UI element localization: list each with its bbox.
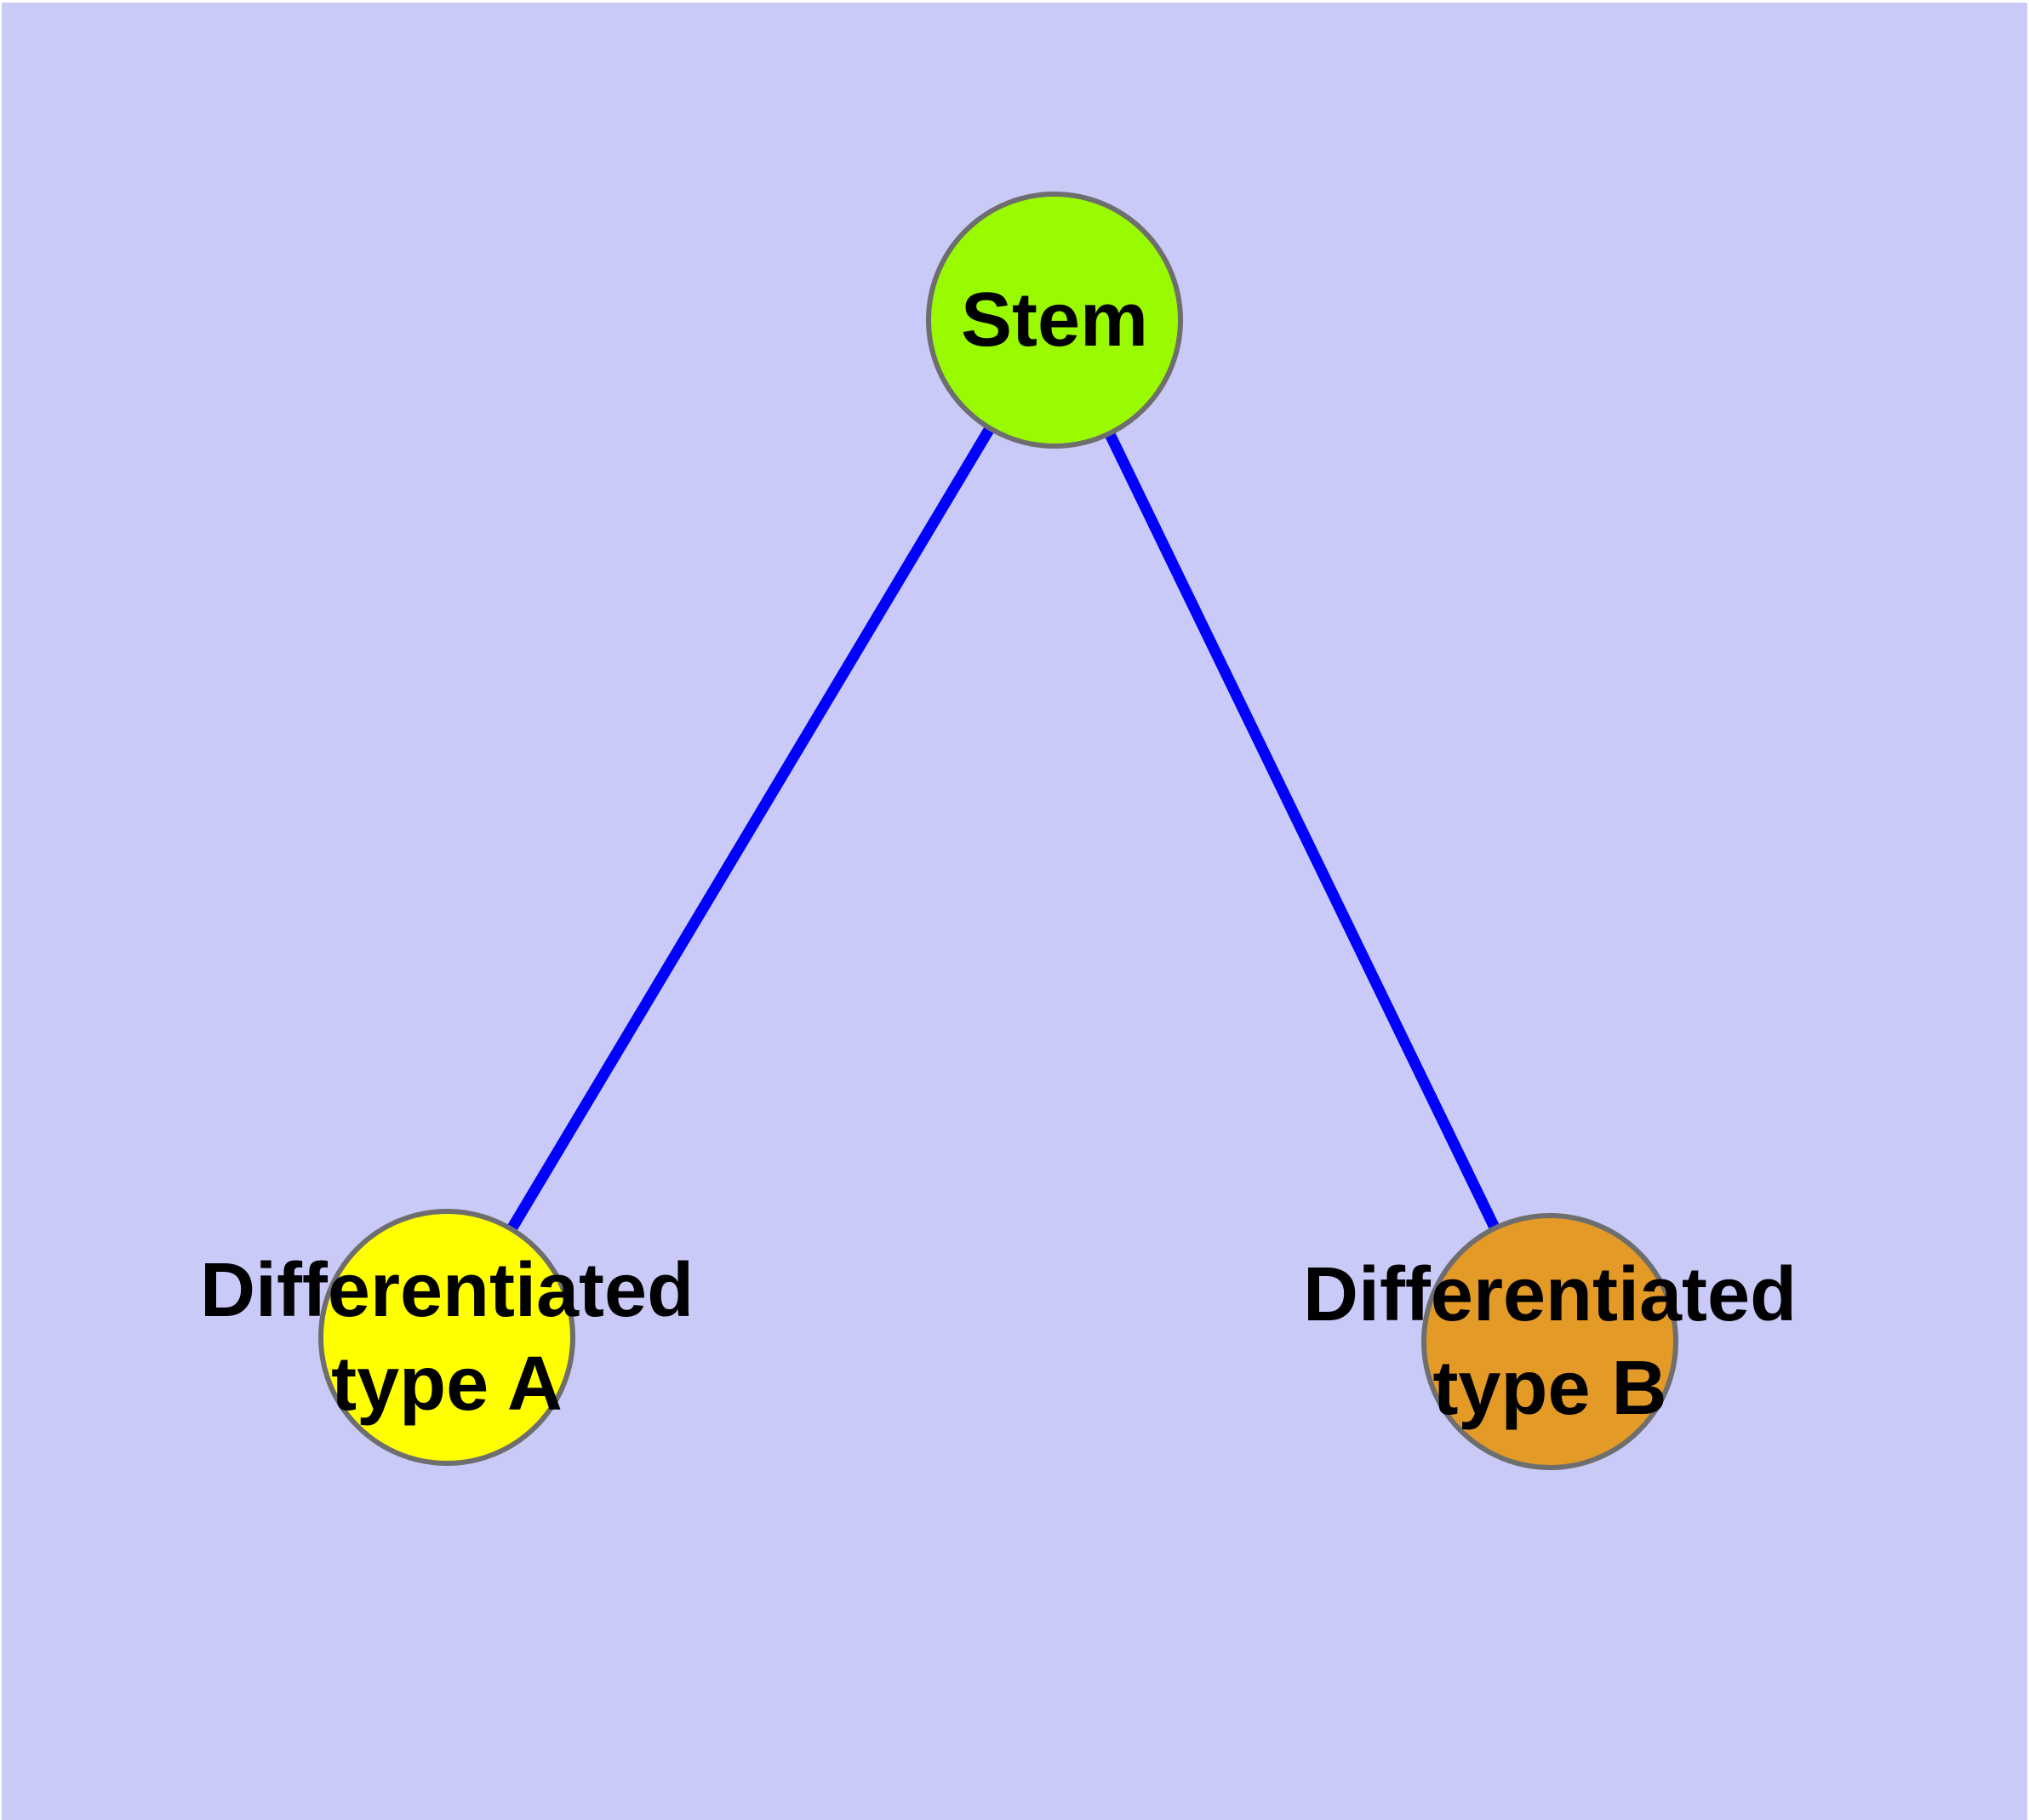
stem-node-circle — [926, 192, 1183, 449]
type-b-node-circle — [1421, 1213, 1678, 1470]
type-a-label-line2: type A — [331, 1342, 563, 1427]
node-differentiated-type-a: Differentiated type A — [200, 1209, 694, 1466]
edge-stem-to-type-b — [1049, 318, 1555, 1344]
type-a-node-label: Differentiated type A — [200, 1244, 694, 1431]
type-b-node-label: Differentiated type B — [1303, 1248, 1797, 1435]
type-a-label-line1: Differentiated — [199, 1248, 694, 1333]
stem-node-label: Stem — [961, 273, 1148, 367]
edges-layer — [442, 317, 1555, 1344]
node-differentiated-type-b: Differentiated type B — [1303, 1213, 1797, 1470]
type-b-label-line2: type B — [1432, 1346, 1667, 1431]
edge-stem-to-type-a — [442, 317, 1060, 1341]
stem-label-text: Stem — [960, 278, 1149, 363]
diagram-canvas: Stem Differentiated type A Differentiate… — [2, 3, 2027, 1820]
type-a-node-circle — [318, 1209, 575, 1466]
type-b-label-line1: Differentiated — [1302, 1252, 1798, 1337]
node-stem: Stem — [926, 192, 1183, 449]
